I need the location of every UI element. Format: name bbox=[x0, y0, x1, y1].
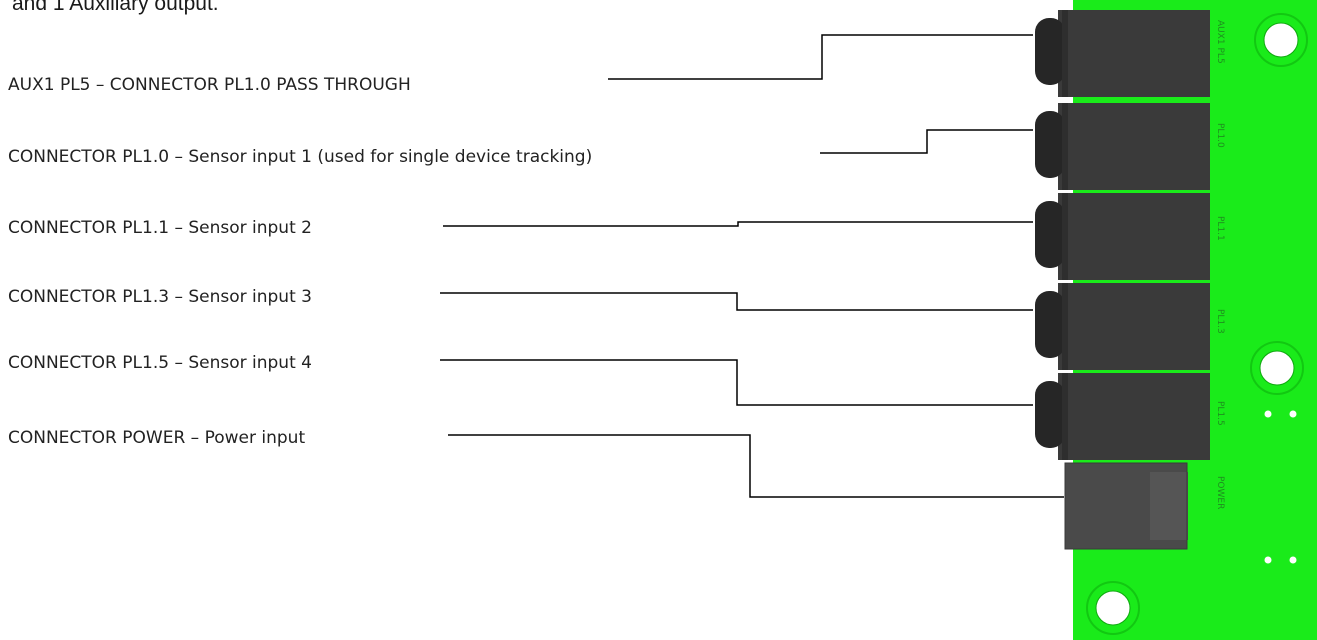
leader-aux1-pl5 bbox=[608, 34, 1033, 80]
label-aux1-pl5: AUX1 PL5 – CONNECTOR PL1.0 PASS THROUGH bbox=[8, 75, 411, 95]
mounting-hole-bottom bbox=[1086, 581, 1140, 635]
leader-power bbox=[448, 434, 1064, 498]
mounting-hole-top bbox=[1254, 13, 1308, 67]
connector-power bbox=[1064, 462, 1188, 550]
leader-pl1-0 bbox=[820, 129, 1033, 154]
silk-pl1-3: PL1.3 bbox=[1215, 309, 1225, 334]
silk-pl1-0: PL1.0 bbox=[1215, 123, 1225, 148]
label-pl1-0: CONNECTOR PL1.0 – Sensor input 1 (used f… bbox=[8, 147, 593, 167]
label-power: CONNECTOR POWER – Power input bbox=[8, 428, 306, 448]
leader-pl1-1 bbox=[443, 221, 1033, 227]
leader-pl1-3 bbox=[440, 292, 1033, 311]
silk-pl1-5: PL1.5 bbox=[1215, 401, 1225, 426]
silk-power: POWER bbox=[1215, 476, 1225, 509]
label-pl1-1: CONNECTOR PL1.1 – Sensor input 2 bbox=[8, 218, 312, 238]
leader-lines bbox=[440, 34, 1064, 498]
connector-pl1-1 bbox=[1035, 193, 1210, 280]
intro-text: and 1 Auxiliary output. bbox=[12, 0, 219, 15]
silk-pl1-1: PL1.1 bbox=[1215, 216, 1225, 241]
connector-pl1-3 bbox=[1035, 283, 1210, 370]
label-pl1-5: CONNECTOR PL1.5 – Sensor input 4 bbox=[8, 353, 312, 373]
connector-aux1-pl5 bbox=[1035, 10, 1210, 97]
mounting-hole-middle bbox=[1250, 341, 1304, 395]
connector-pl1-0 bbox=[1035, 103, 1210, 190]
silk-aux1-pl5: AUX1 PL5 bbox=[1215, 20, 1225, 64]
connector-pl1-5 bbox=[1035, 373, 1210, 460]
leader-pl1-5 bbox=[440, 359, 1033, 406]
pcb-pads bbox=[1264, 410, 1297, 564]
label-pl1-3: CONNECTOR PL1.3 – Sensor input 3 bbox=[8, 287, 312, 307]
